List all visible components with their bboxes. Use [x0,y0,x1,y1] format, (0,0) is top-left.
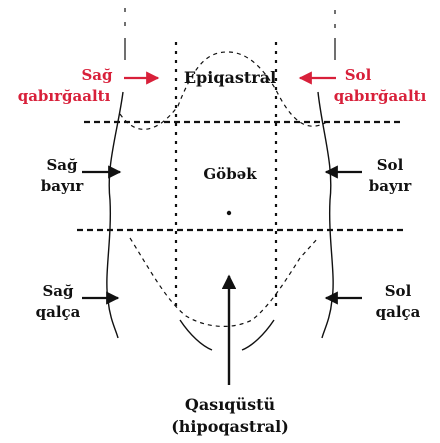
rib-cage-curve [120,52,330,129]
label-sol-bayir-1: Sol [377,156,404,174]
label-sag-bayir-1: Sağ [46,156,77,174]
pelvis-curve [130,238,318,326]
label-epiqastral: Epiqastral [184,69,276,87]
navel-dot [227,211,231,215]
body-outline-left [107,92,123,338]
label-gobek: Göbək [203,165,256,183]
label-sag-qalca-1: Sağ [42,282,73,300]
inguinal-left [180,320,212,350]
label-sag-bayir-2: bayır [41,177,84,195]
label-sol-qalca-2: qalça [376,303,421,321]
body-outline-right [318,92,333,338]
label-sol-bayir-2: bayır [369,177,412,195]
label-qasiqustu-1: Qasıqüstü [185,396,275,414]
label-sag-qabirgaalti-2: qabırğaaltı [18,87,111,105]
label-sag-qabirgaalti-1: Sağ [81,66,112,84]
inguinal-right [242,320,274,350]
label-qasiqustu-2: (hipoqastral) [171,418,289,436]
label-sol-qalca-1: Sol [385,282,412,300]
label-sol-qabirgaalti-2: qabırğaaltı [334,87,427,105]
label-sag-qalca-2: qalça [36,303,81,321]
label-sol-qabirgaalti-1: Sol [345,66,372,84]
